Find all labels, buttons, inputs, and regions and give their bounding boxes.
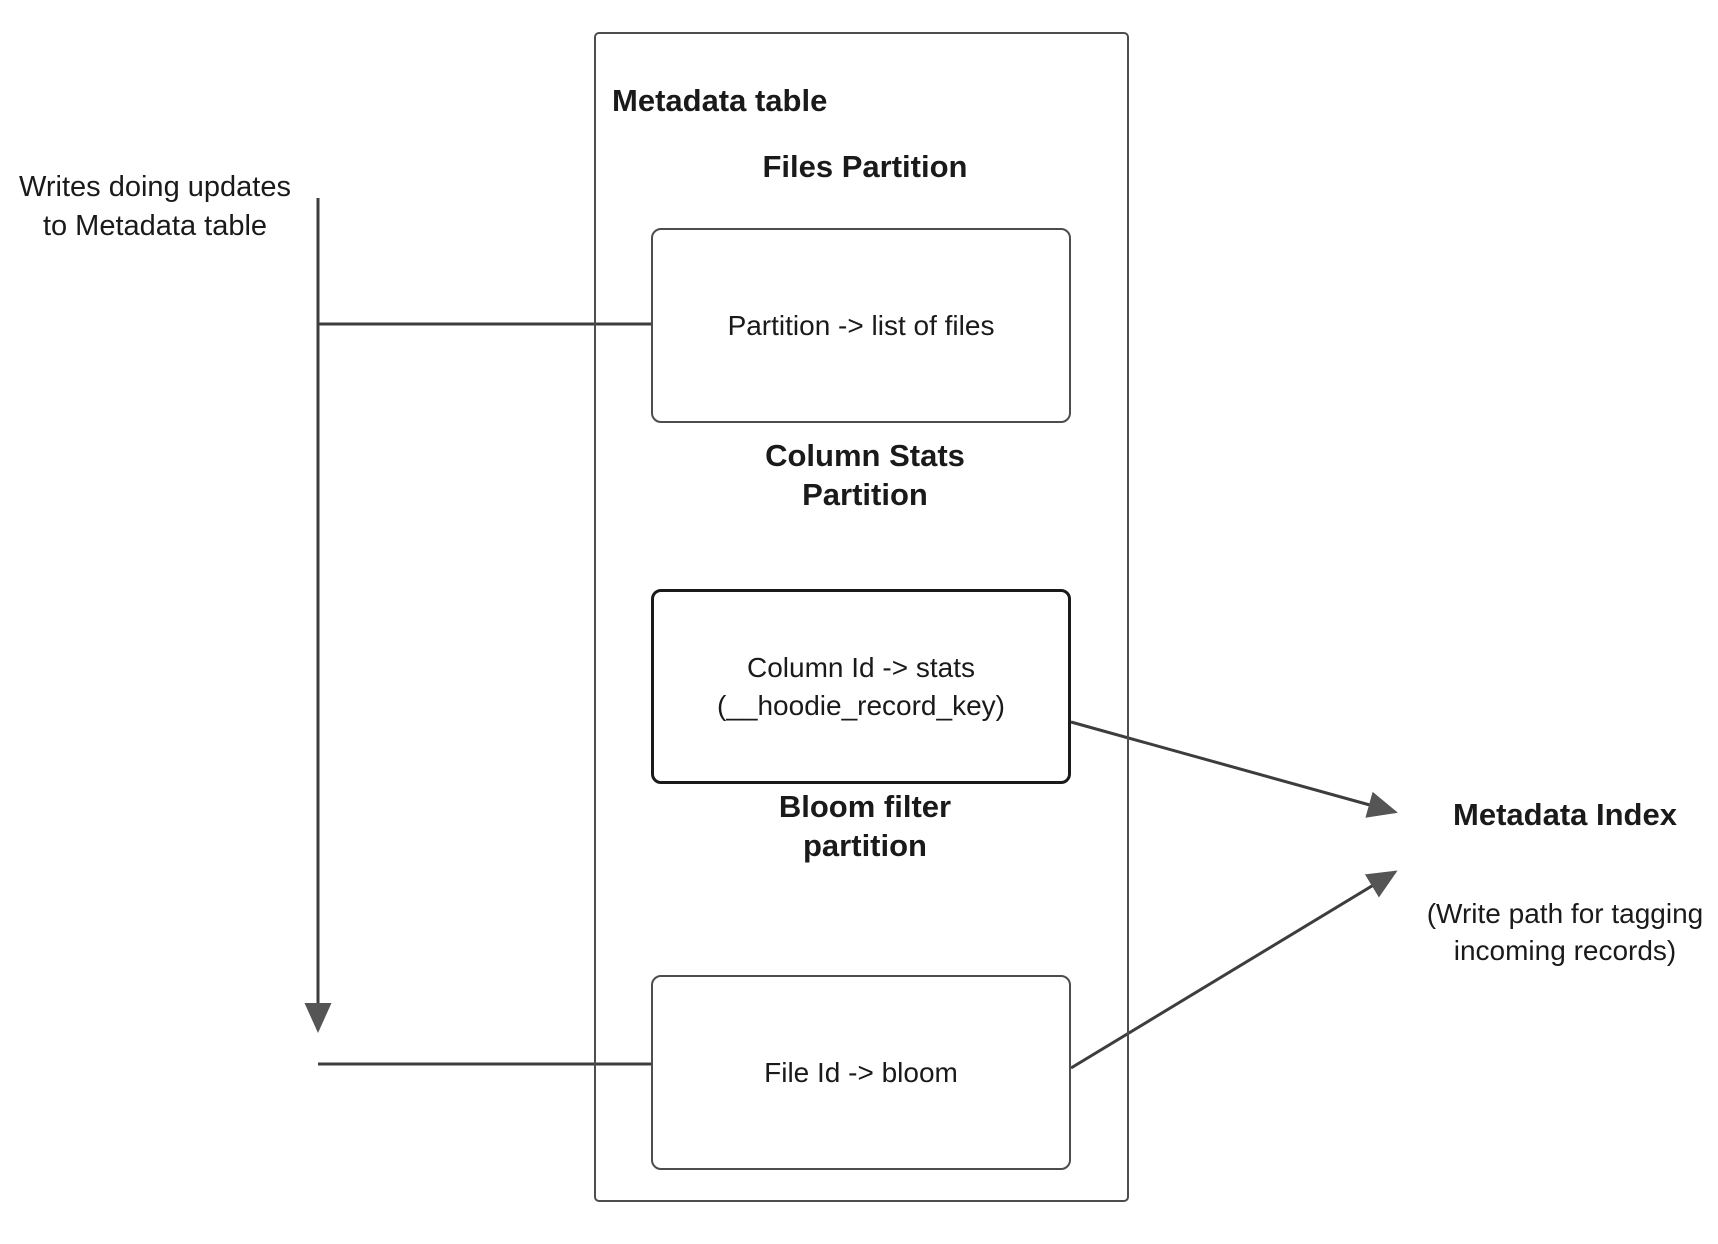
bloom-filter-partition-box-text: File Id -> bloom xyxy=(764,1056,958,1088)
bloom-filter-partition-box: File Id -> bloom xyxy=(651,975,1071,1170)
metadata-table-container xyxy=(594,32,1129,1202)
metadata-index-title: Metadata Index xyxy=(1453,797,1677,832)
bloom-filter-partition-title: Bloom filter partition xyxy=(778,789,952,864)
column-stats-partition-title: Column Stats Partition xyxy=(765,438,965,513)
files-partition-box: Partition -> list of files xyxy=(651,228,1071,423)
files-partition-title: Files Partition xyxy=(762,149,968,184)
files-partition-box-text: Partition -> list of files xyxy=(727,309,995,341)
writes-annotation-label: Writes doing updates to Metadata table xyxy=(19,171,300,242)
column-stats-partition-box-text: Column Id -> stats (__hoodie_record_key) xyxy=(717,651,1005,721)
metadata-index-caption: (Write path for tagging incoming records… xyxy=(1426,898,1712,967)
column-stats-partition-box: Column Id -> stats (__hoodie_record_key) xyxy=(651,589,1071,784)
metadata-table-title: Metadata table xyxy=(612,83,828,118)
